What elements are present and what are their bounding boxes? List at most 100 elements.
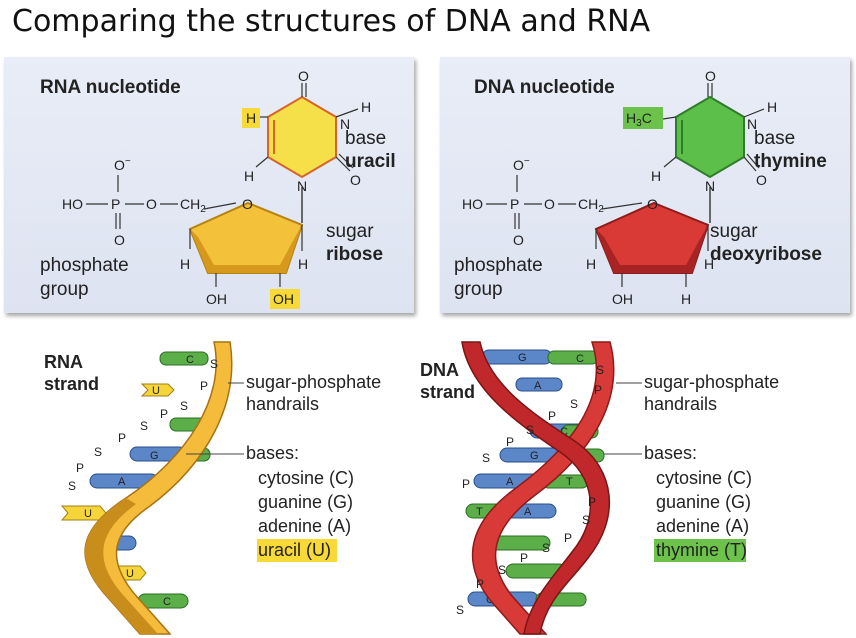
dna-handrails-label-line2: handrails bbox=[644, 394, 717, 414]
rna-phosphorus: P bbox=[111, 196, 120, 212]
dna-backbone-s: S bbox=[498, 563, 506, 577]
rna-ch2: CH2 bbox=[180, 196, 206, 215]
dna-base-letter: A bbox=[534, 380, 542, 392]
dna-sugar-name: deoxyribose bbox=[710, 244, 822, 265]
rna-base-n3: N bbox=[340, 116, 350, 132]
rna-phosphate-hydroxyl: HO bbox=[62, 196, 83, 212]
dna-strand-title-line2: strand bbox=[420, 382, 475, 402]
rna-nucleotide-panel: RNA nucleotide O N H O N H H base uracil… bbox=[4, 57, 414, 313]
rna-backbone-s: S bbox=[68, 479, 76, 493]
rna-base-cytosine: cytosine (C) bbox=[258, 468, 354, 488]
dna-backbone-strand-2 bbox=[461, 341, 611, 635]
rna-phosphate-o-minus: O− bbox=[114, 156, 131, 173]
rna-bases-header: bases: bbox=[246, 443, 299, 463]
rna-base-c6-hydrogen: H bbox=[244, 168, 254, 184]
dna-nucleotide-panel: DNA nucleotide O N H O N H H3C base thym… bbox=[440, 57, 850, 313]
rna-phosphate-label-line1: phosphate bbox=[40, 255, 129, 276]
rna-strand-title-line2: strand bbox=[44, 374, 99, 394]
dna-sugar-3-hydroxyl: OH bbox=[612, 291, 633, 307]
rna-backbone-s: S bbox=[180, 399, 188, 413]
dna-nucleotide-diagram: DNA nucleotide O N H O N H H3C base thym… bbox=[454, 68, 827, 307]
rna-panel-title: RNA nucleotide bbox=[40, 77, 181, 98]
rna-nucleotide-diagram: RNA nucleotide O N H O N H H base uracil… bbox=[40, 68, 396, 309]
dna-backbone-s: S bbox=[482, 451, 490, 465]
dna-bases-header: bases: bbox=[644, 443, 697, 463]
rna-backbone-p: P bbox=[200, 379, 208, 393]
rna-base-letter: U bbox=[84, 508, 92, 520]
rna-strand-title-line1: RNA bbox=[44, 352, 83, 372]
dna-backbone-p: P bbox=[520, 551, 528, 565]
dna-base-top-oxygen: O bbox=[705, 68, 716, 84]
rna-base-n1: N bbox=[297, 178, 307, 194]
rna-backbone-p: P bbox=[160, 407, 168, 421]
rna-backbone-s: S bbox=[140, 419, 148, 433]
rna-sugar-right-hydrogen: H bbox=[298, 256, 308, 272]
rna-base-n3-hydrogen: H bbox=[361, 99, 371, 115]
dna-base-c6-hydrogen: H bbox=[651, 168, 661, 184]
dna-backbone-p: P bbox=[506, 435, 514, 449]
dna-phosphate-double-oxygen: O bbox=[513, 232, 524, 248]
rna-sugar-left-hydrogen: H bbox=[180, 256, 190, 272]
rna-base-label: base bbox=[345, 128, 386, 149]
dna-base-side-oxygen: O bbox=[756, 172, 767, 188]
dna-panel-title: DNA nucleotide bbox=[474, 77, 615, 98]
dna-base-methyl-highlight: H3C bbox=[626, 110, 652, 129]
dna-backbone-p: P bbox=[476, 577, 484, 591]
dna-sugar-right-hydrogen: H bbox=[704, 256, 714, 272]
deoxyribose-ring-oxygen: O bbox=[647, 196, 658, 212]
dna-backbone-s: S bbox=[596, 363, 604, 377]
rna-base-letter: U bbox=[126, 568, 134, 580]
dna-phosphate-o-minus: O− bbox=[513, 156, 530, 173]
dna-phosphate-label-line1: phosphate bbox=[454, 255, 543, 276]
dna-backbone-s: S bbox=[526, 423, 534, 437]
rna-phosphate-bridge-oxygen: O bbox=[146, 196, 157, 212]
rna-base-uracil-highlight: uracil (U) bbox=[258, 540, 331, 560]
dna-backbone-p: P bbox=[588, 495, 596, 509]
dna-phosphate-label-line2: group bbox=[454, 279, 503, 300]
rna-sugar-label: sugar bbox=[326, 221, 374, 242]
dna-handrails-label-line1: sugar-phosphate bbox=[644, 372, 779, 392]
rna-strand-diagram: RNA strand C U C G A U A U C P S S P S P… bbox=[44, 341, 381, 635]
dna-base-letter: A bbox=[506, 476, 514, 488]
rna-base-letter: G bbox=[150, 450, 159, 462]
rna-phosphate-label-line2: group bbox=[40, 279, 89, 300]
rna-backbone-s: S bbox=[94, 445, 102, 459]
page-title: Comparing the structures of DNA and RNA bbox=[12, 4, 651, 39]
rna-phosphate-double-oxygen: O bbox=[114, 232, 125, 248]
dna-base-cytosine: cytosine (C) bbox=[656, 468, 752, 488]
dna-backbone-s: S bbox=[582, 513, 590, 527]
dna-backbone-p: P bbox=[564, 531, 572, 545]
dna-base-letter: C bbox=[560, 426, 568, 438]
rna-base-name: uracil bbox=[345, 151, 396, 172]
dna-strand-diagram: DNA strand G C A G C G C A T T A G C S P… bbox=[420, 341, 779, 635]
rna-base-letter: C bbox=[163, 596, 171, 608]
rna-sugar-2-hydroxyl: OH bbox=[206, 291, 227, 307]
dna-sugar-label: sugar bbox=[710, 221, 758, 242]
dna-backbone-p: P bbox=[548, 409, 556, 423]
rna-handrails-label-line2: handrails bbox=[246, 394, 319, 414]
thymine-ring-icon bbox=[675, 95, 745, 179]
rna-base-letter: A bbox=[118, 476, 126, 488]
rna-handrails-label-line1: sugar-phosphate bbox=[246, 372, 381, 392]
rna-base-side-oxygen: O bbox=[350, 172, 361, 188]
rna-base-top-oxygen: O bbox=[298, 68, 309, 84]
dna-base-letter: C bbox=[576, 353, 584, 365]
rna-base-c5-hydrogen-highlight: H bbox=[246, 110, 256, 126]
dna-phosphorus: P bbox=[510, 196, 519, 212]
dna-phosphate-bridge-oxygen: O bbox=[544, 196, 555, 212]
dna-base-guanine: guanine (G) bbox=[656, 492, 751, 512]
dna-backbone-s: S bbox=[542, 541, 550, 555]
dna-base-n3: N bbox=[747, 116, 757, 132]
rna-base-letter: C bbox=[186, 354, 194, 366]
dna-strand-title-line1: DNA bbox=[420, 360, 459, 380]
dna-base-letter: G bbox=[530, 450, 539, 462]
dna-base-name: thymine bbox=[754, 151, 827, 172]
dna-backbone-s: S bbox=[570, 397, 578, 411]
rna-base-letter: U bbox=[152, 385, 160, 397]
rna-sugar-name: ribose bbox=[326, 244, 383, 265]
ribose-ring-oxygen: O bbox=[242, 196, 253, 212]
dna-sugar-left-hydrogen: H bbox=[586, 256, 596, 272]
dna-phosphate-hydroxyl: HO bbox=[462, 196, 483, 212]
dna-base-letter: T bbox=[566, 476, 573, 488]
dna-ch2: CH2 bbox=[578, 196, 604, 215]
